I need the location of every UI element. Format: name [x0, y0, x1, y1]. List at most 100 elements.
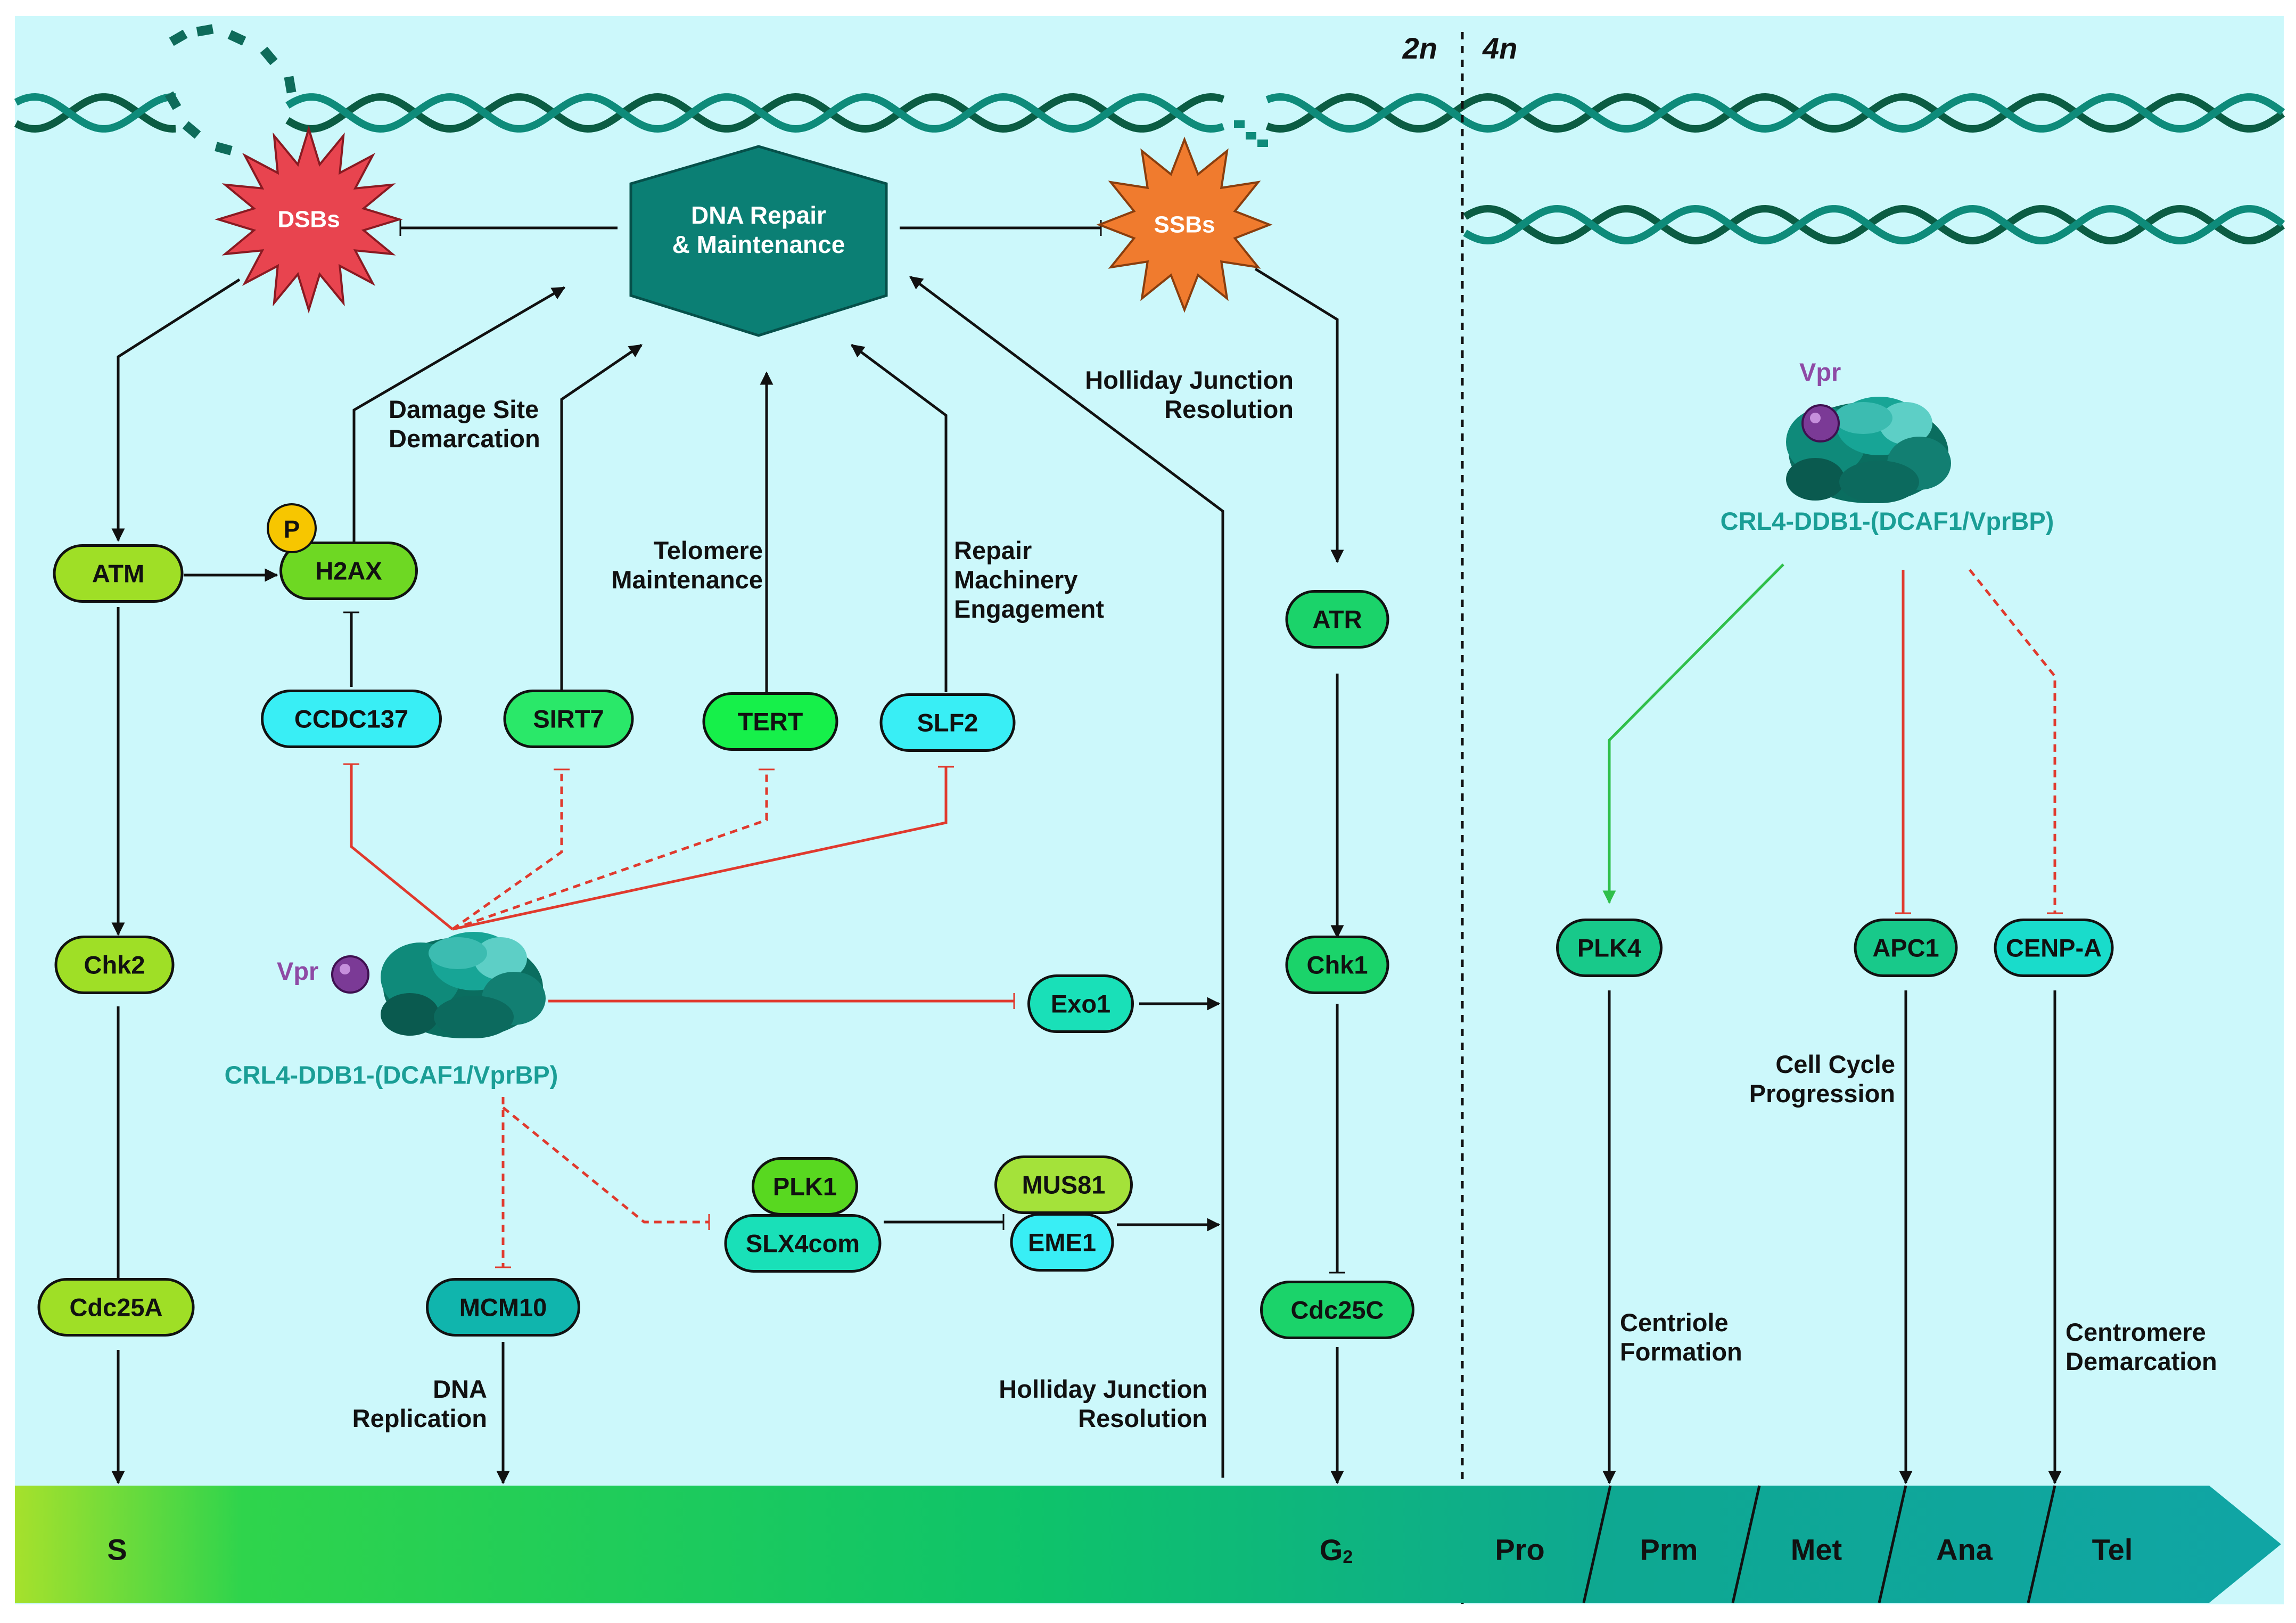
- annotation-repair-3: Engagement: [954, 595, 1104, 623]
- vpr-icon: [1801, 404, 1840, 442]
- slf2-to-hub: [850, 343, 948, 692]
- protein-ccdc137-label: CCDC137: [294, 705, 408, 733]
- annotation-dna-replication-2: Replication: [352, 1404, 487, 1432]
- phase-met-label: Met: [1791, 1533, 1842, 1567]
- dsb-to-atm: [111, 278, 241, 542]
- dna-helix-4n-second: [1463, 204, 2285, 245]
- protein-mcm10: MCM10: [426, 1278, 580, 1337]
- protein-tert-pill: [702, 692, 838, 751]
- protein-cenpa-pill: [1994, 919, 2114, 977]
- annotation-cell-cycle-2: Progression: [1749, 1079, 1895, 1108]
- protein-plk4: PLK4: [1556, 919, 1663, 977]
- protein-slf2-label: SLF2: [917, 709, 978, 737]
- annotation-hj-top-2: Resolution: [1164, 395, 1294, 423]
- protein-atr-pill: [1285, 590, 1389, 649]
- complex-inhibits-ccdc137: [343, 763, 454, 930]
- protein-eme1-pill: [1010, 1213, 1114, 1272]
- protein-atm-pill: [53, 544, 184, 603]
- protein-mcm10-label: MCM10: [459, 1293, 547, 1322]
- dsb-burst: DSBs: [215, 125, 403, 314]
- complex-label-right: CRL4-DDB1-(DCAF1/VprBP): [1721, 507, 2054, 535]
- phase-pro-label: Pro: [1495, 1533, 1544, 1567]
- protein-eme1-label: EME1: [1028, 1228, 1096, 1257]
- protein-chk2-label: Chk2: [84, 951, 145, 979]
- phase-divider: [1878, 1485, 1907, 1603]
- protein-cdc25c-label: Cdc25C: [1290, 1296, 1384, 1324]
- phase-g2-label: G2: [1320, 1533, 1353, 1568]
- protein-exo1-label: Exo1: [1051, 990, 1110, 1018]
- phase-tel-label: Tel: [2092, 1533, 2133, 1567]
- ploidy-2n-label: 2n: [1402, 31, 1437, 65]
- phase-s-label: S: [107, 1533, 127, 1567]
- protein-tert: TERT: [702, 692, 838, 751]
- dna-repair-hub: DNA Repair & Maintenance: [629, 145, 888, 337]
- protein-exo1: Exo1: [1027, 974, 1134, 1033]
- annotation-hj-bottom-1: Holliday Junction: [999, 1375, 1207, 1403]
- phase-divider: [2027, 1485, 2056, 1603]
- annotation-damage-site-2: Demarcation: [389, 424, 540, 453]
- protein-chk1: Chk1: [1285, 936, 1389, 994]
- protein-cenpa-label: CENP-A: [2006, 934, 2102, 962]
- ploidy-4n-label: 4n: [1482, 31, 1517, 65]
- protein-mus81-pill: [994, 1155, 1133, 1214]
- protein-h2ax-label: H2AX: [315, 557, 382, 585]
- protein-plk4-label: PLK4: [1577, 934, 1641, 962]
- complex-activates-plk4: [1602, 563, 1784, 904]
- sirt7-to-hub: [560, 343, 643, 690]
- protein-sirt7-label: SIRT7: [533, 705, 604, 733]
- protein-apc1-label: APC1: [1872, 934, 1939, 962]
- protein-atr-label: ATR: [1312, 605, 1362, 634]
- hub-label-line1: DNA Repair: [691, 201, 826, 229]
- annotation-telomere-2: Maintenance: [611, 565, 763, 594]
- protein-slf2-pill: [879, 693, 1016, 752]
- annotation-centromere-2: Demarcation: [2065, 1347, 2217, 1375]
- dna-helix-2n: [14, 93, 2285, 133]
- vpr-label-left: Vpr: [277, 957, 318, 985]
- dsb-label: DSBs: [277, 207, 340, 233]
- complex-inhibits-tert: [452, 768, 775, 931]
- cell-cycle-timeline: S G2 Pro Prm Met Ana Tel: [15, 1485, 2281, 1603]
- annotation-hj-top-1: Holliday Junction: [1085, 366, 1294, 394]
- annotation-centriole-2: Formation: [1620, 1338, 1742, 1366]
- phase-divider: [1731, 1485, 1761, 1603]
- protein-chk2-pill: [54, 936, 175, 994]
- annotation-repair-2: Machinery: [954, 565, 1077, 594]
- annotation-damage-site-1: Damage Site: [389, 395, 539, 423]
- complex-inhibits-sirt7: [451, 768, 570, 931]
- annotation-telomere-1: Telomere: [654, 536, 763, 564]
- phase-prm-label: Prm: [1640, 1533, 1698, 1567]
- h2ax-to-hub: [352, 286, 566, 551]
- crl4-complex-left: Vpr CRL4-DDB1-(DCAF1/VprBP): [225, 932, 558, 1089]
- vpr-icon: [331, 955, 369, 994]
- phosphate-badge: P: [267, 503, 317, 553]
- annotation-hj-bottom-2: Resolution: [1078, 1404, 1207, 1432]
- protein-eme1: EME1: [1010, 1213, 1114, 1272]
- hub-label-line2: & Maintenance: [672, 231, 845, 258]
- annotation-centromere-1: Centromere: [2065, 1318, 2206, 1346]
- dna-nick: [1234, 120, 1268, 147]
- ssb-burst: SSBs: [1096, 136, 1273, 313]
- protein-chk1-label: Chk1: [1307, 951, 1368, 979]
- protein-apc1-pill: [1854, 919, 1958, 977]
- ssb-label: SSBs: [1154, 212, 1215, 238]
- protein-chk1-pill: [1285, 936, 1389, 994]
- phase-divider: [1582, 1485, 1612, 1603]
- protein-ccdc137: CCDC137: [261, 690, 442, 748]
- complex-inhibits-cenpa: [1969, 569, 2063, 914]
- complex-inhibits-slf2: [452, 766, 954, 931]
- protein-mus81-label: MUS81: [1022, 1171, 1106, 1199]
- protein-exo1-pill: [1027, 974, 1134, 1033]
- protein-sirt7: SIRT7: [503, 690, 634, 748]
- crl4-complex-right: Vpr CRL4-DDB1-(DCAF1/VprBP): [1721, 358, 2054, 535]
- protein-apc1: APC1: [1854, 919, 1958, 977]
- annotation-repair-1: Repair: [954, 536, 1032, 564]
- protein-slx4com-pill: [724, 1214, 882, 1273]
- protein-mcm10-pill: [426, 1278, 580, 1337]
- protein-plk4-pill: [1556, 919, 1663, 977]
- protein-mus81: MUS81: [994, 1155, 1133, 1214]
- hj-resolution-to-hub: [909, 275, 1224, 1478]
- dna-break-fragments: [164, 24, 297, 155]
